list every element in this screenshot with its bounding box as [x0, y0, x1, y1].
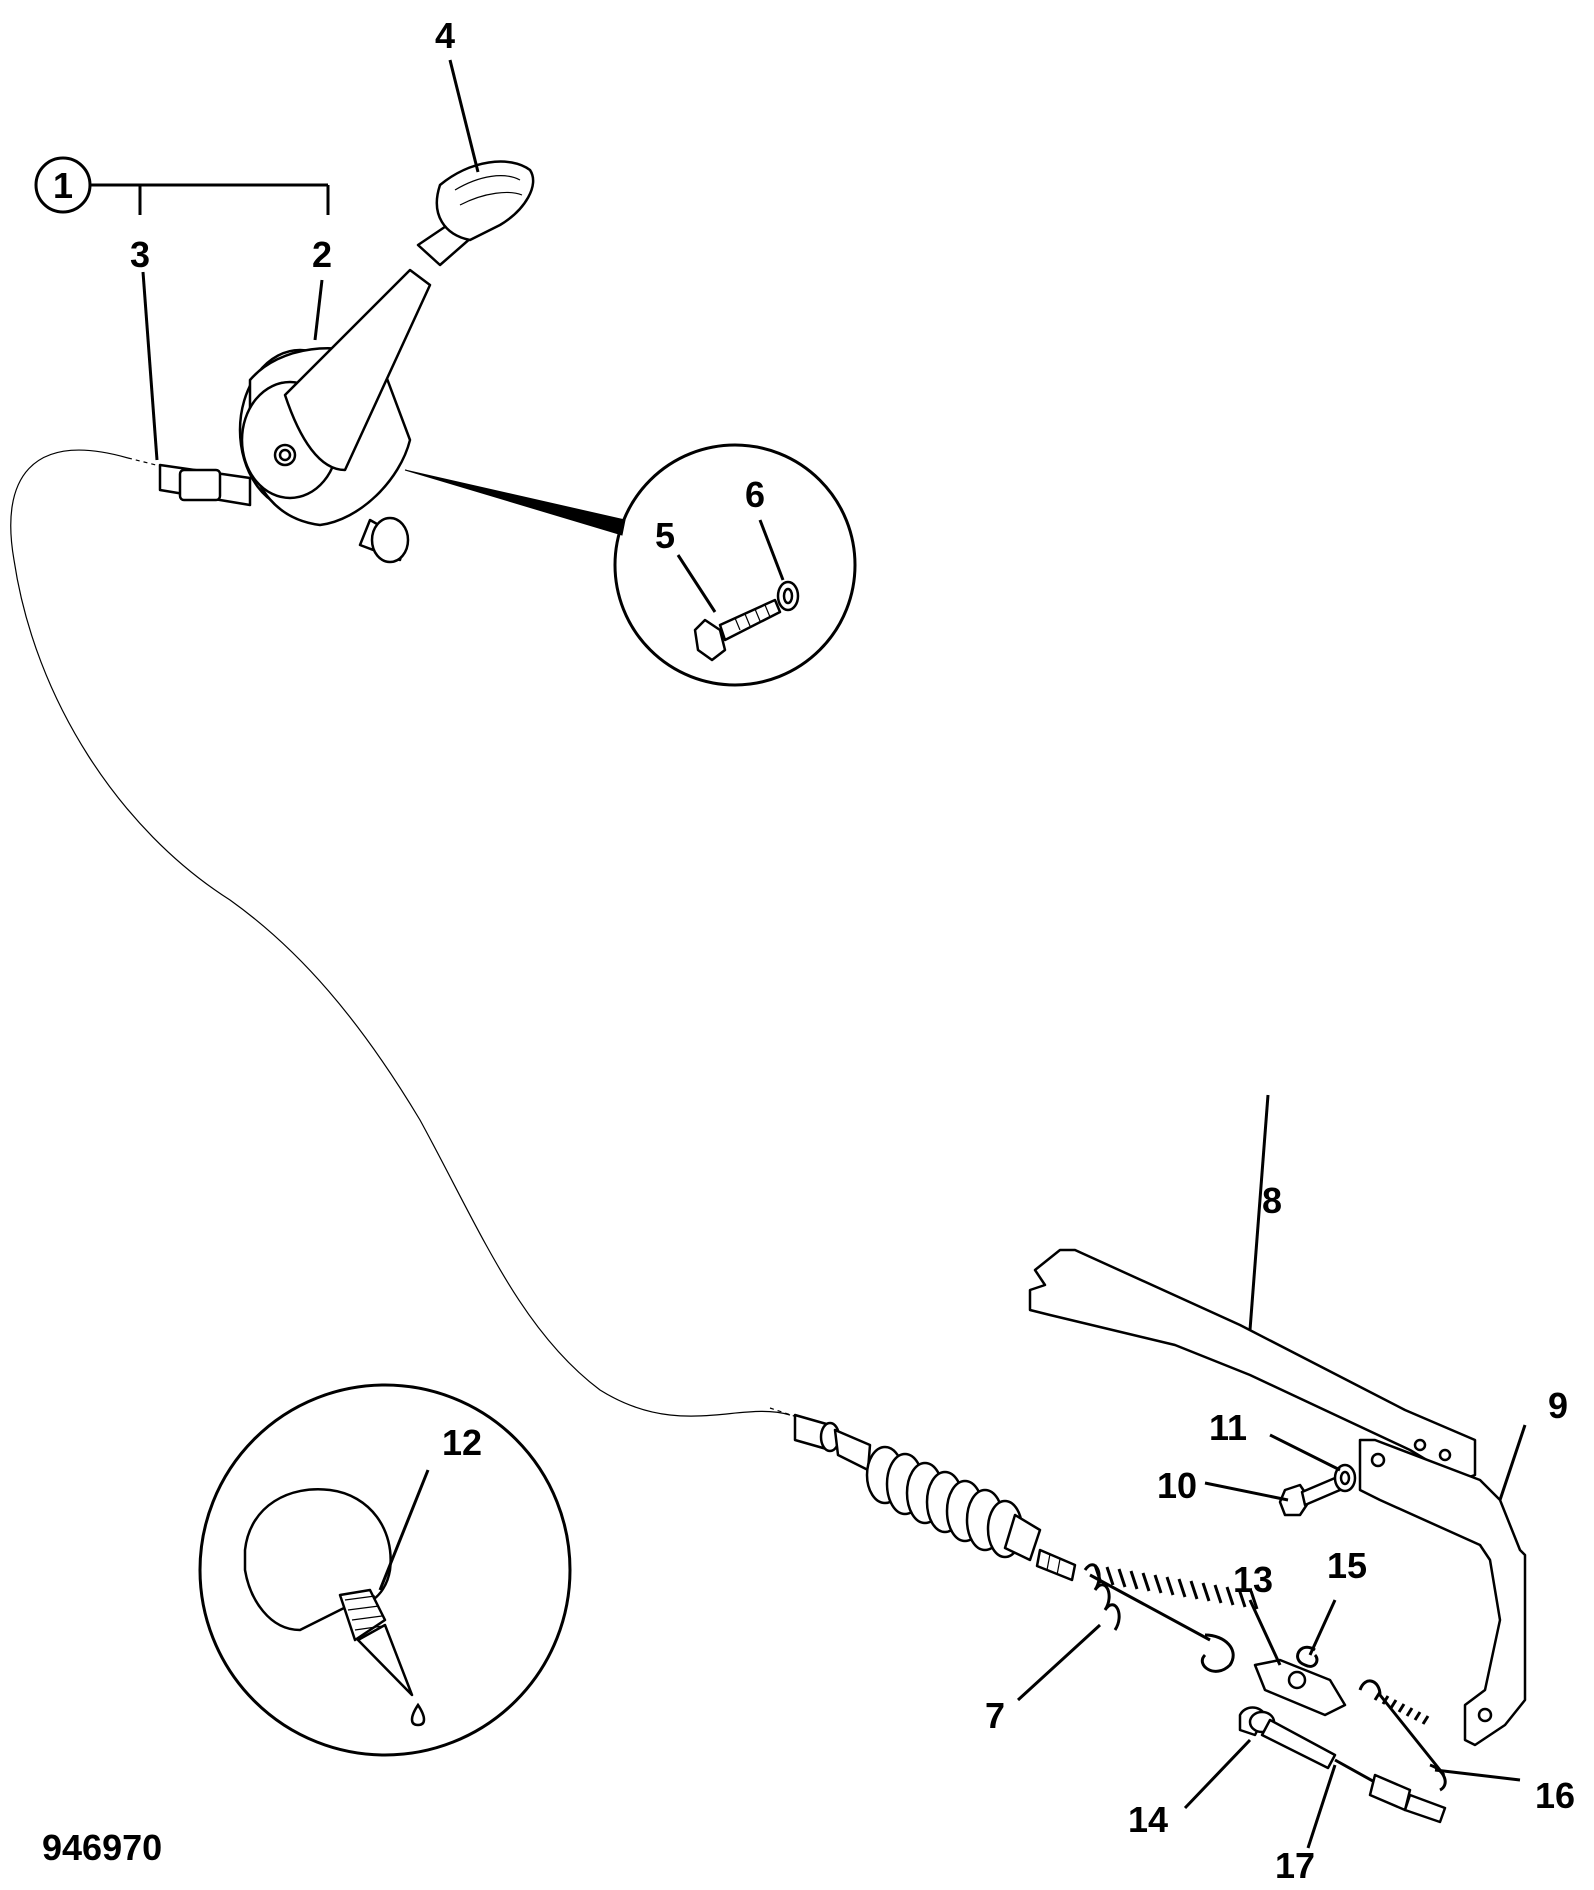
- callout-11: 11: [1209, 1407, 1247, 1448]
- bracket-hole: [1370, 1452, 1386, 1468]
- callout-10: 10: [1157, 1465, 1197, 1506]
- leader-lines-top: [90, 59, 785, 613]
- control-cable: [10, 449, 791, 1417]
- callout-6: 6: [745, 474, 765, 515]
- callout-2: 2: [312, 234, 332, 275]
- callout-9: 9: [1548, 1385, 1568, 1426]
- callout-8: 8: [1262, 1180, 1282, 1221]
- callout-7: 7: [985, 1695, 1005, 1736]
- lever-knob: [416, 160, 535, 267]
- leader-lines-bottom: [378, 1094, 1527, 1849]
- cable-end-with-boot: [793, 1413, 1077, 1582]
- bolt-and-washer: [693, 580, 800, 662]
- callout-16: 16: [1535, 1775, 1575, 1816]
- linkage-parts: [1238, 1645, 1447, 1824]
- cable-end-dash-top: [127, 457, 161, 467]
- callout-14: 14: [1128, 1799, 1168, 1840]
- callout-5: 5: [655, 515, 675, 556]
- callout-17: 17: [1275, 1845, 1315, 1886]
- detail-circle-bolt: [613, 443, 857, 687]
- callout-13: 13: [1233, 1559, 1273, 1600]
- detail-wedge: [404, 469, 626, 536]
- throttle-lever-assembly: [158, 268, 432, 564]
- bracket-bolt: [1278, 1463, 1357, 1517]
- bracket-hole: [1477, 1707, 1493, 1723]
- detail-circle-lubricant: [198, 1383, 572, 1757]
- mounting-bracket-lower: [1358, 1438, 1527, 1747]
- rubber-boot: [865, 1445, 1042, 1562]
- bracket-hole: [1413, 1438, 1427, 1452]
- tension-spring: [1083, 1563, 1259, 1673]
- callout-4: 4: [435, 15, 455, 56]
- callout-3: 3: [130, 234, 150, 275]
- bracket-hole: [1438, 1448, 1452, 1462]
- callout-1: 1: [53, 165, 73, 206]
- figure-id: 946970: [42, 1827, 162, 1868]
- callout-12: 12: [442, 1422, 482, 1463]
- callout-circle-1: [34, 156, 92, 214]
- callout-15: 15: [1327, 1545, 1367, 1586]
- lubricant-bottle: [243, 1488, 426, 1727]
